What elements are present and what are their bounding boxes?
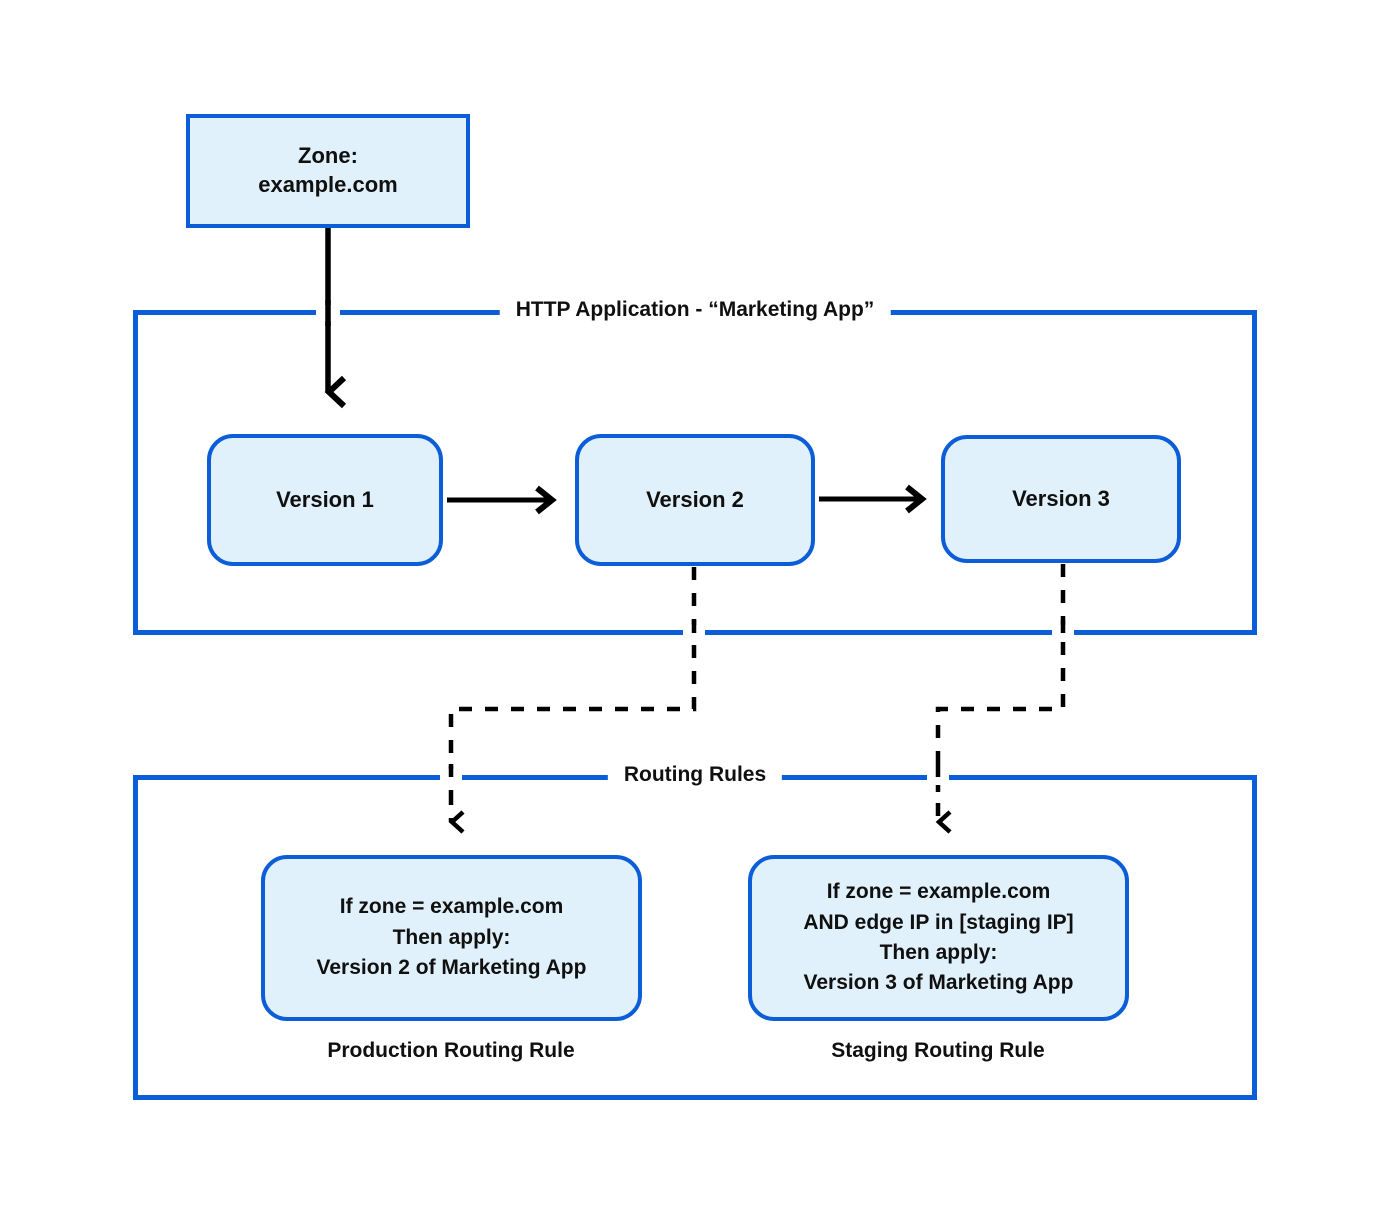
border-gap-mask — [316, 305, 340, 321]
staging-routing-rule-caption: Staging Routing Rule — [831, 1039, 1045, 1062]
border-gap-mask — [1052, 625, 1074, 641]
zone-label-line-1: Zone: — [298, 143, 358, 169]
border-gap-mask — [440, 769, 462, 785]
version-3-node[interactable]: Version 3 — [941, 435, 1181, 563]
production-routing-rule-caption: Production Routing Rule — [327, 1039, 575, 1062]
staging-rule-line-3: Then apply: — [879, 941, 998, 964]
staging-rule-line-2: AND edge IP in [staging IP] — [803, 910, 1074, 934]
production-rule-line-3: Version 2 of Marketing App — [316, 956, 587, 980]
production-routing-rule-node[interactable]: If zone = example.com Then apply: Versio… — [261, 855, 642, 1021]
version-1-node[interactable]: Version 1 — [207, 434, 443, 566]
staging-routing-rule-node[interactable]: If zone = example.com AND edge IP in [st… — [748, 855, 1129, 1021]
border-gap-mask — [927, 769, 949, 785]
border-gap-mask — [683, 625, 705, 641]
version-3-label: Version 3 — [1012, 485, 1110, 511]
production-rule-line-1: If zone = example.com — [339, 895, 564, 919]
http-application-group-label: HTTP Application - “Marketing App” — [499, 298, 891, 322]
version-1-label: Version 1 — [276, 486, 374, 512]
routing-rules-group-label: Routing Rules — [607, 763, 783, 787]
zone-node[interactable]: Zone: example.com — [186, 114, 470, 228]
staging-rule-line-1: If zone = example.com — [826, 880, 1051, 904]
version-2-node[interactable]: Version 2 — [575, 434, 815, 566]
production-rule-line-2: Then apply: — [392, 925, 511, 949]
zone-label-line-2: example.com — [258, 172, 398, 197]
version-2-label: Version 2 — [646, 486, 744, 512]
staging-rule-line-4: Version 3 of Marketing App — [803, 971, 1074, 995]
